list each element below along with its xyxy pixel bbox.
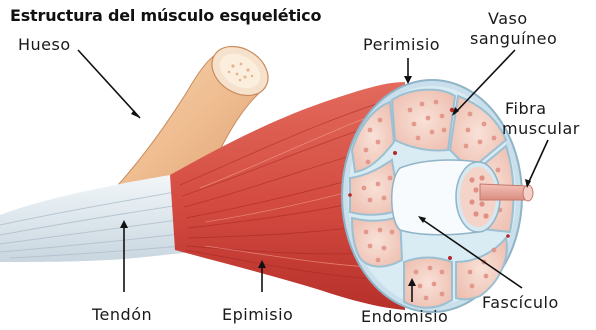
label-endomisio: Endomisio <box>361 308 448 326</box>
label-fibra-line1: Fibra <box>505 100 547 118</box>
label-perimisio: Perimisio <box>363 36 440 54</box>
label-hueso: Hueso <box>18 36 71 54</box>
diagram-title: Estructura del músculo esquelético <box>10 6 321 25</box>
muscle-fiber-protrusion <box>480 184 533 201</box>
label-vaso-line1: Vaso <box>488 10 528 28</box>
label-epimisio: Epimisio <box>222 306 293 324</box>
hueso-leader <box>78 50 140 118</box>
label-fibra-line2: muscular <box>502 120 580 138</box>
label-vaso-line2: sanguíneo <box>470 30 557 48</box>
label-fasciculo: Fascículo <box>482 294 559 312</box>
fibra-leader <box>527 140 548 186</box>
label-tendon: Tendón <box>92 306 152 324</box>
